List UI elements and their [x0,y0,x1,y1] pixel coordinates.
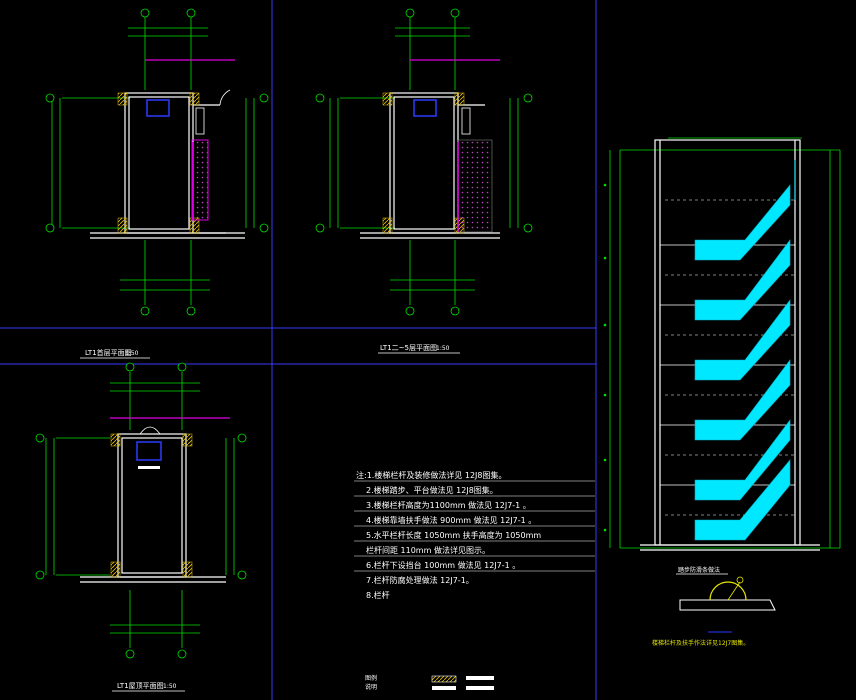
note-line: 2.楼梯踏步、平台做法见 12J8图集。 [366,485,498,495]
axis-bubble [125,362,135,372]
detail-label: 踏步防滑条做法 [678,566,720,574]
stair-section [603,137,841,551]
axis-bubble [177,362,187,372]
plan-b-scale: 1:50 [436,345,450,352]
axis-bubble [315,223,325,233]
axis-bubble [125,649,135,659]
axis-bubble [177,649,187,659]
note-line: 5.水平栏杆长度 1050mm 扶手高度为 1050mm [366,530,541,540]
axis-bubble [450,306,460,316]
section-dims [609,137,841,549]
axis-bubble [35,570,45,580]
axis-bubble [523,223,533,233]
plan-c [35,362,247,659]
plan-b-dims [329,16,519,305]
axis-bubble [315,93,325,103]
axis-bubble [259,223,269,233]
plan-titles: LT1首层平面图 1:50 LT1二~5层平面图 1:50 LT1屋顶平面图 1… [80,344,460,692]
note-line: 6.栏杆下设挡台 100mm 做法见 12J7-1 。 [366,560,520,570]
notes-block: 注:1.楼梯栏杆及装修做法详见 12J8图集。 2.楼梯踏步、平台做法见 12J… [354,470,595,600]
detail-caption: 楼梯栏杆及扶手作法详见12J7图集。 [652,639,749,647]
plan-a-dims [51,16,255,305]
axis-bubble [140,8,150,18]
plan-a-walls [90,92,245,239]
axis-bubble [259,93,269,103]
plan-b [315,8,533,316]
sheet-frame [0,0,597,700]
axis-bubble [405,8,415,18]
legend-label: 图例 [365,674,377,682]
plan-c-walls [80,433,226,583]
stair-flights [694,184,791,541]
note-line: 4.楼梯靠墙扶手做法 900mm 做法见 12J7-1 。 [366,515,536,525]
furniture-block [146,99,170,117]
axis-bubble [523,93,533,103]
axis-bubble [186,8,196,18]
plan-b-title: LT1二~5层平面图 [380,344,437,352]
plan-c-title: LT1屋顶平面图 [117,682,164,690]
legend: 图例 说明 [365,674,494,691]
furniture-block [136,441,162,461]
axis-bubble [450,8,460,18]
plan-a-scale: 1:50 [125,350,139,357]
axis-bubble [237,570,247,580]
plan-c-dims [45,372,235,648]
axis-bubble [35,433,45,443]
axis-bubble [45,93,55,103]
note-line: 7.栏杆防腐处理做法 12J7-1。 [366,575,474,585]
axis-bubble [237,433,247,443]
handrail-detail: 踏步防滑条做法 楼梯栏杆及扶手作法详见12J7图集。 [652,566,776,647]
note-line: 8.栏杆 [366,590,390,600]
axis-bubble [140,306,150,316]
plan-a-title: LT1首层平面图 [85,348,132,357]
axis-bubble [186,306,196,316]
note-line: 3.楼梯栏杆高度为1100mm 做法见 12J7-1 。 [366,500,531,510]
furniture-block [413,99,437,117]
plan-c-scale: 1:50 [163,683,177,690]
plan-a [45,8,269,316]
axis-bubble [45,223,55,233]
note-line: 注:1.楼梯栏杆及装修做法详见 12J8图集。 [356,470,507,480]
axis-bubble [405,306,415,316]
note-line: 栏杆间距 110mm 做法详见图示。 [366,545,490,555]
legend-label: 说明 [365,683,377,691]
